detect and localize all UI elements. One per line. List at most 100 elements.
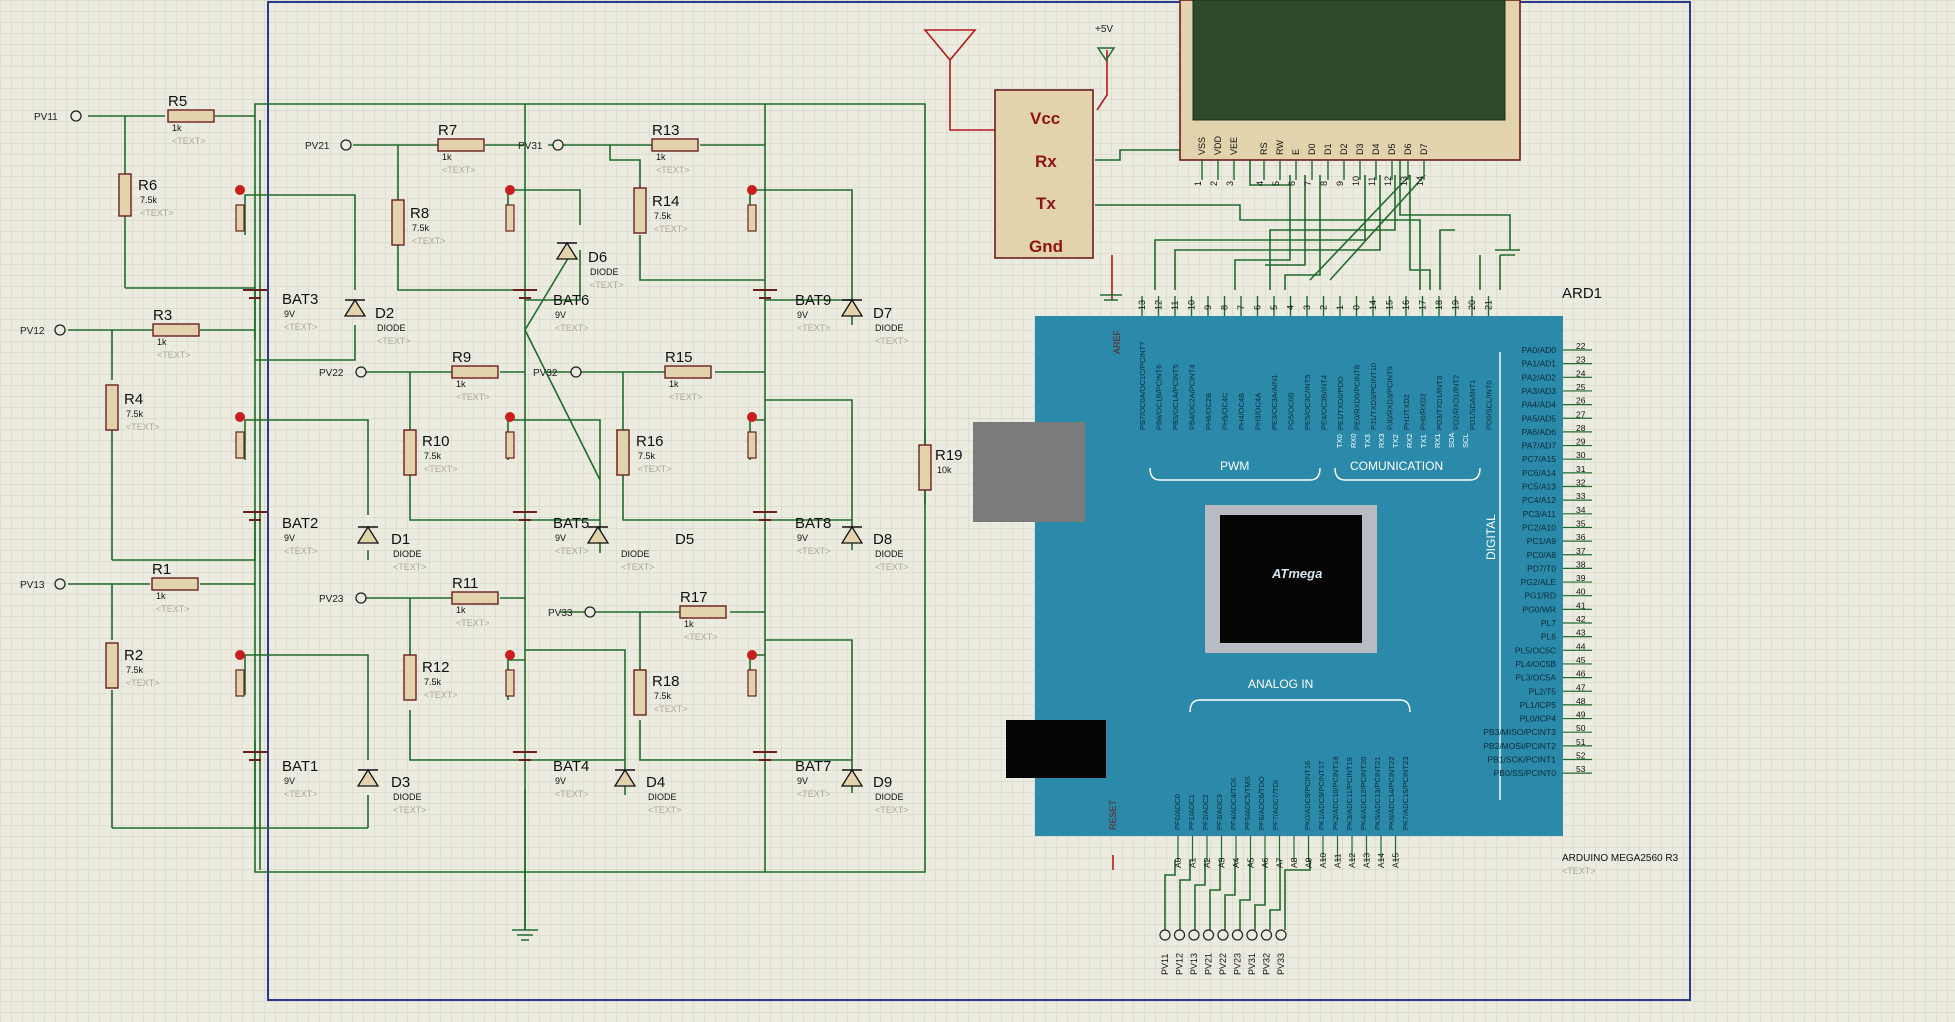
arduino-top-pin-number: 17: [1418, 300, 1428, 310]
battery-ref: BAT3: [282, 291, 318, 308]
resistor-value: 7.5k: [654, 211, 672, 221]
analog-terminal: [1173, 929, 1186, 941]
comm-sub-label: RX1: [1433, 433, 1442, 448]
terminal-pv33: PV33: [548, 606, 596, 619]
battery-bat7: BAT7 9V <TEXT>: [753, 751, 831, 799]
battery-ref: BAT5: [553, 515, 589, 532]
arduino-right-pin-number: 30: [1576, 450, 1586, 460]
resistor-value: 7.5k: [126, 409, 144, 419]
battery-ref: BAT2: [282, 515, 318, 532]
analog-pin-label: PF0/ADC0: [1173, 794, 1182, 830]
analog-terminal: [1275, 929, 1287, 941]
arduino-top-pin-number: 21: [1484, 300, 1494, 310]
arduino-right-pin-number: 48: [1576, 696, 1586, 706]
arduino-right-pin-number: 53: [1576, 764, 1586, 774]
comm-sub-label: RX2: [1405, 433, 1414, 448]
arduino-top-pin-number: 20: [1467, 300, 1477, 310]
resistor-r17: R17 1k <TEXT>: [679, 589, 727, 642]
arduino-top-pin-number: 14: [1368, 300, 1378, 310]
battery-value: 9V: [555, 310, 566, 320]
arduino-right-pin-number: 25: [1576, 382, 1586, 392]
resistor-value: 7.5k: [140, 195, 158, 205]
text-placeholder: <TEXT>: [875, 805, 909, 815]
arduino-right-pin-label: PC0/A8: [1527, 550, 1557, 560]
arduino-top-pin-number: 11: [1170, 301, 1180, 310]
comm-sub-label: RX0: [1349, 433, 1358, 448]
arduino-right-pin-number: 33: [1576, 491, 1586, 501]
arduino-top-pin-number: 10: [1187, 300, 1197, 310]
resistor-ref: R18: [652, 673, 680, 690]
analog-pin-label: PF7/ADC7/TDI: [1271, 780, 1280, 830]
arduino-top-pin-number: 2: [1319, 305, 1329, 310]
arduino-top-pin-number: 12: [1154, 300, 1164, 310]
arduino-right-pin-number: 22: [1576, 341, 1586, 351]
battery-bat5: BAT5 9V <TEXT>: [513, 511, 589, 556]
text-placeholder: <TEXT>: [875, 336, 909, 346]
rf-module: Vcc Rx Tx Gnd: [994, 89, 1094, 259]
battery-value: 9V: [797, 310, 808, 320]
text-placeholder: <TEXT>: [656, 165, 690, 175]
text-placeholder: <TEXT>: [669, 392, 703, 402]
arduino-right-pin-label: PD7/T0: [1527, 563, 1556, 573]
arduino-right-pin-number: 26: [1576, 396, 1586, 406]
analog-name: A2: [1202, 857, 1212, 868]
arduino-right-pin-label: PA3/AD3: [1522, 386, 1557, 396]
lcd-pin-label: VSS: [1197, 137, 1207, 155]
analog-pin-label: PK5/ADC13/PCINT21: [1373, 757, 1382, 830]
arduino-right-pin-number: 47: [1576, 682, 1586, 692]
text-placeholder: <TEXT>: [442, 165, 476, 175]
resistor-r8: R8 7.5k <TEXT>: [391, 199, 446, 246]
section-comm: COMUNICATION: [1350, 459, 1443, 473]
text-placeholder: <TEXT>: [284, 789, 318, 799]
battery-bat6: BAT6 9V <TEXT>: [513, 289, 589, 333]
resistor-r2: R2 7.5k <TEXT>: [105, 642, 160, 689]
analog-name: A9: [1304, 857, 1314, 868]
battery-bat8: BAT8 9V <TEXT>: [753, 511, 831, 556]
arduino-right-pin-label: PA7/AD7: [1522, 441, 1557, 451]
battery-value: 9V: [284, 309, 295, 319]
arduino-right-pin-label: PC3/A11: [1523, 509, 1557, 519]
arduino-right-pin-number: 27: [1576, 409, 1586, 419]
text-placeholder: <TEXT>: [424, 690, 458, 700]
aref-label: AREF: [1112, 329, 1122, 354]
arduino-right-pin-label: PA1/AD1: [1522, 359, 1557, 369]
chip-label: ATmega: [1271, 566, 1322, 581]
comm-sub-label: TX2: [1391, 434, 1400, 448]
analog-name: A10: [1318, 853, 1328, 868]
arduino-top-pin-label: PB6/OC1B/PCINT6: [1155, 365, 1164, 430]
arduino-right-pin-number: 36: [1576, 532, 1586, 542]
arduino-top-pin-number: 19: [1451, 300, 1461, 310]
resistor-value: 1k: [456, 379, 466, 389]
resistor-r6: R6 7.5k <TEXT>: [118, 173, 174, 218]
resistor-r3: R3 1k <TEXT>: [152, 307, 200, 360]
usb-port: [973, 422, 1085, 522]
terminal-pv23: PV23: [319, 592, 367, 605]
arduino-right-pin-label: PL7: [1541, 618, 1556, 628]
text-placeholder: <TEXT>: [875, 562, 909, 572]
lcd-pin-label: D1: [1323, 143, 1333, 155]
resistor-r10: R10 7.5k <TEXT>: [403, 429, 458, 476]
resistor-ref: R9: [452, 349, 471, 366]
arduino-top-pin-label: PG5/OC0B: [1287, 392, 1296, 430]
switch-bodies: [235, 204, 757, 697]
terminal-pv12: PV12: [20, 324, 66, 337]
power-5v: +5V: [1095, 24, 1116, 62]
text-placeholder: <TEXT>: [590, 280, 624, 290]
text-placeholder: <TEXT>: [621, 562, 655, 572]
analog-terminal-label: PV23: [1233, 953, 1243, 975]
arduino-right-pin-number: 41: [1576, 600, 1586, 610]
module-pin-vcc: Vcc: [1030, 109, 1060, 128]
arduino-right-pin-number: 49: [1576, 710, 1586, 720]
arduino-right-pin-label: PA5/AD5: [1522, 413, 1557, 423]
arduino-top-pin-label: PB5/OC1A/PCINT5: [1171, 365, 1180, 430]
text-placeholder: <TEXT>: [797, 789, 831, 799]
diode-d6: D6 DIODE <TEXT>: [555, 241, 624, 290]
comm-sub-label: RX3: [1377, 433, 1386, 448]
arduino-top-pin-label: PB4/OC2A/PCINT4: [1188, 365, 1197, 430]
battery-bat2: BAT2 9V <TEXT>: [243, 511, 318, 556]
lcd-pin-number: 4: [1255, 181, 1265, 186]
diode-d9: D9 DIODE <TEXT>: [840, 768, 909, 815]
arduino-right-pin-label: PG2/ALE: [1521, 577, 1557, 587]
arduino-right-pin-number: 35: [1576, 518, 1586, 528]
diode-ref: D3: [391, 774, 410, 791]
